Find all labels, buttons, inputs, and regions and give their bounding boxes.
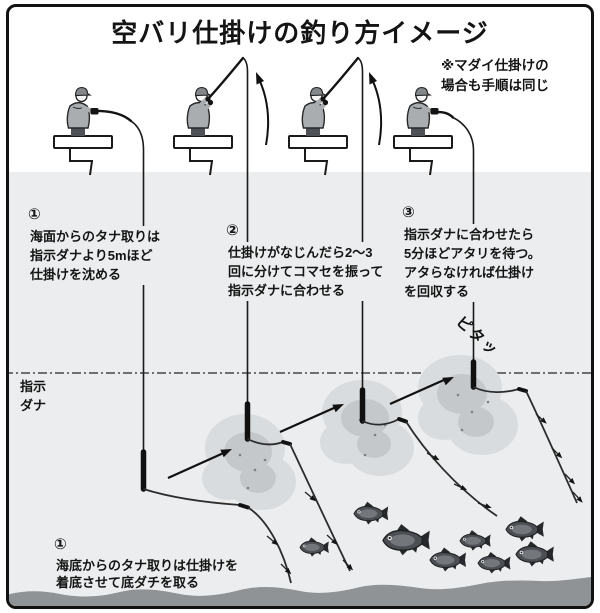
hook-rig — [473, 386, 583, 504]
lift-arrow — [256, 72, 270, 146]
fishing-line — [130, 120, 145, 452]
page-title: 空バリ仕掛けの釣り方イメージ — [111, 18, 489, 48]
bait-cloud — [320, 380, 414, 476]
boat — [53, 135, 113, 176]
step-1-text: 海面からのタナ取りは 指示ダナより5mほど 仕掛けを沈める — [28, 226, 163, 285]
boat — [393, 135, 453, 176]
progress-arrow — [167, 449, 232, 480]
step-bottom-number: ① — [54, 536, 67, 553]
note-madai: ※マダイ仕掛けの 場合も手順は同じ — [441, 58, 549, 93]
step-2: ② 仕掛けがなじんだら2〜3 回に分けてコマセを振って 指示ダナに合わせる — [226, 222, 386, 301]
step-3-text: 指示ダナに合わせたら 5分ほどアタリを待つ。 アタらなければ仕掛け を回収する — [402, 224, 543, 302]
hook-rig — [143, 488, 292, 584]
progress-arrow — [389, 377, 454, 406]
diagram-art: 空バリ仕掛けの釣り方イメージ ※マダイ仕掛けの 場合も手順は同じ ① 海面からの… — [9, 7, 591, 606]
hook-rig — [247, 438, 354, 572]
step-3: ③ 指示ダナに合わせたら 5分ほどアタリを待つ。 アタらなければ仕掛け を回収す… — [402, 204, 543, 302]
step-bottom-text: 海底からのタナ取りは仕掛けを 着底させて底ダチを取る — [56, 558, 239, 590]
angler-figure — [187, 88, 213, 137]
fishing-line — [452, 116, 475, 361]
bait-cloud — [418, 355, 518, 455]
fishing-rod — [91, 109, 133, 123]
fishing-rod — [431, 110, 455, 119]
boat — [173, 135, 233, 176]
lift-arrow — [369, 72, 383, 146]
diagram-frame: 空バリ仕掛けの釣り方イメージ ※マダイ仕掛けの 場合も手順は同じ ① 海面からの… — [6, 4, 594, 609]
step-2-number: ② — [226, 222, 239, 239]
angler-figure — [302, 88, 328, 137]
step-1: ① 海面からのタナ取りは 指示ダナより5mほど 仕掛けを沈める — [28, 206, 163, 285]
boat — [288, 135, 348, 176]
progress-arrow — [279, 404, 344, 434]
tana-label: 指示 ダナ — [20, 379, 47, 413]
step-2-text: 仕掛けがなじんだら2〜3 回に分けてコマセを振って 指示ダナに合わせる — [226, 242, 386, 301]
seabed — [9, 577, 591, 606]
step-1-number: ① — [28, 206, 41, 223]
step-3-number: ③ — [402, 204, 415, 221]
fishing-rod — [206, 56, 245, 101]
step-bottom: ① 海底からのタナ取りは仕掛けを 着底させて底ダチを取る — [54, 536, 240, 592]
hook-rig — [362, 417, 498, 517]
bait-cloud — [202, 414, 296, 510]
fishing-rod — [321, 56, 360, 101]
